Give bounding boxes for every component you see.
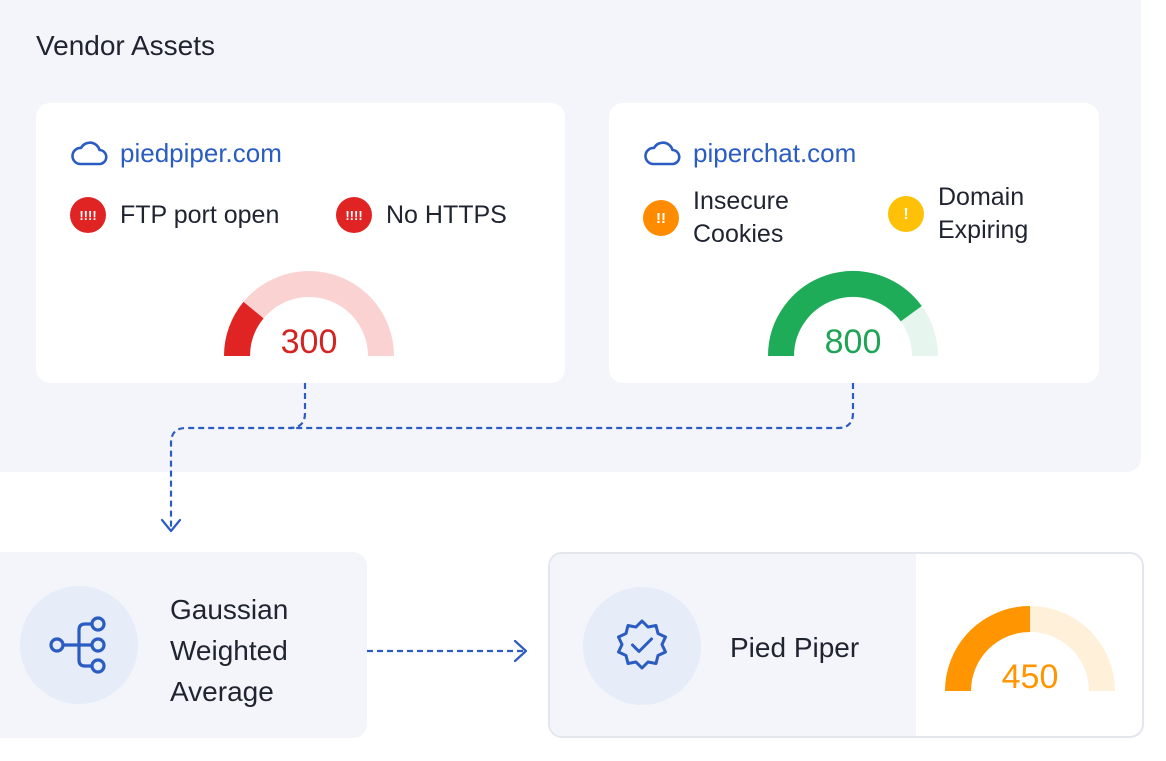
- issue-ftp-port: !!!! FTP port open: [70, 197, 279, 233]
- cloud-icon: [71, 140, 108, 165]
- issue-no-https: !!!! No HTTPS: [336, 197, 507, 233]
- warning-alert-icon: !!: [643, 200, 679, 236]
- domain-row: piperchat.com: [643, 138, 856, 169]
- asset-card-piperchat[interactable]: piperchat.com !! Insecure Cookies ! Doma…: [609, 103, 1099, 383]
- connector-piedpiper: [169, 383, 307, 527]
- aggregator-label-line: Average: [170, 676, 274, 707]
- issue-label-line: Expiring: [938, 216, 1029, 244]
- arrowhead-right-icon: [513, 639, 528, 663]
- score-gauge: 800: [767, 270, 939, 361]
- gauge-fill-arc: [768, 271, 922, 357]
- domain-name[interactable]: piedpiper.com: [120, 138, 282, 168]
- vendor-assets-panel: Vendor Assets piedpiper.com !!!! FTP por…: [0, 0, 1141, 472]
- issue-insecure-cookies: !! Insecure Cookies: [643, 185, 789, 251]
- section-title: Vendor Assets: [36, 30, 216, 61]
- issue-label-line: Insecure: [693, 187, 789, 215]
- issue-domain-expiring: ! Domain Expiring: [888, 181, 1028, 247]
- critical-alert-icon: !!!!: [70, 197, 106, 233]
- domain-name[interactable]: piperchat.com: [693, 138, 857, 168]
- asset-card-piedpiper[interactable]: piedpiper.com !!!! FTP port open !!!! No…: [36, 103, 565, 383]
- gauge-fill-arc: [945, 606, 1031, 692]
- icon-circle: [583, 587, 701, 705]
- aggregator-box[interactable]: Gaussian Weighted Average: [0, 552, 367, 738]
- score-gauge: 300: [223, 270, 395, 361]
- score-value: 300: [280, 323, 338, 361]
- hierarchy-icon: [49, 616, 106, 674]
- issue-label-line: Cookies: [693, 220, 784, 248]
- caution-alert-icon: !: [888, 196, 924, 232]
- cloud-icon: [644, 140, 681, 165]
- aggregator-label-line: Weighted: [170, 635, 288, 666]
- issue-label: Domain Expiring: [938, 181, 1028, 247]
- gauge-fill-arc: [224, 301, 264, 357]
- result-label-area: Pied Piper: [550, 554, 916, 736]
- issue-label: FTP port open: [120, 200, 280, 229]
- result-score-gauge: 450: [944, 605, 1116, 696]
- result-label: Pied Piper: [730, 632, 860, 663]
- icon-circle: [20, 586, 138, 704]
- aggregator-label: Gaussian Weighted Average: [170, 589, 288, 712]
- issue-label: No HTTPS: [386, 200, 507, 229]
- issue-label-line: Domain: [938, 183, 1025, 211]
- arrowhead-down-icon: [160, 518, 182, 533]
- result-box[interactable]: Pied Piper 450: [548, 552, 1144, 738]
- critical-alert-icon: !!!!: [336, 197, 372, 233]
- score-value: 800: [824, 323, 882, 361]
- issue-label: Insecure Cookies: [693, 185, 789, 251]
- connector-piperchat: [290, 383, 855, 430]
- score-value: 450: [1001, 658, 1059, 696]
- domain-row: piedpiper.com: [70, 138, 282, 169]
- verified-badge-icon: [617, 619, 667, 670]
- aggregator-label-line: Gaussian: [170, 594, 289, 625]
